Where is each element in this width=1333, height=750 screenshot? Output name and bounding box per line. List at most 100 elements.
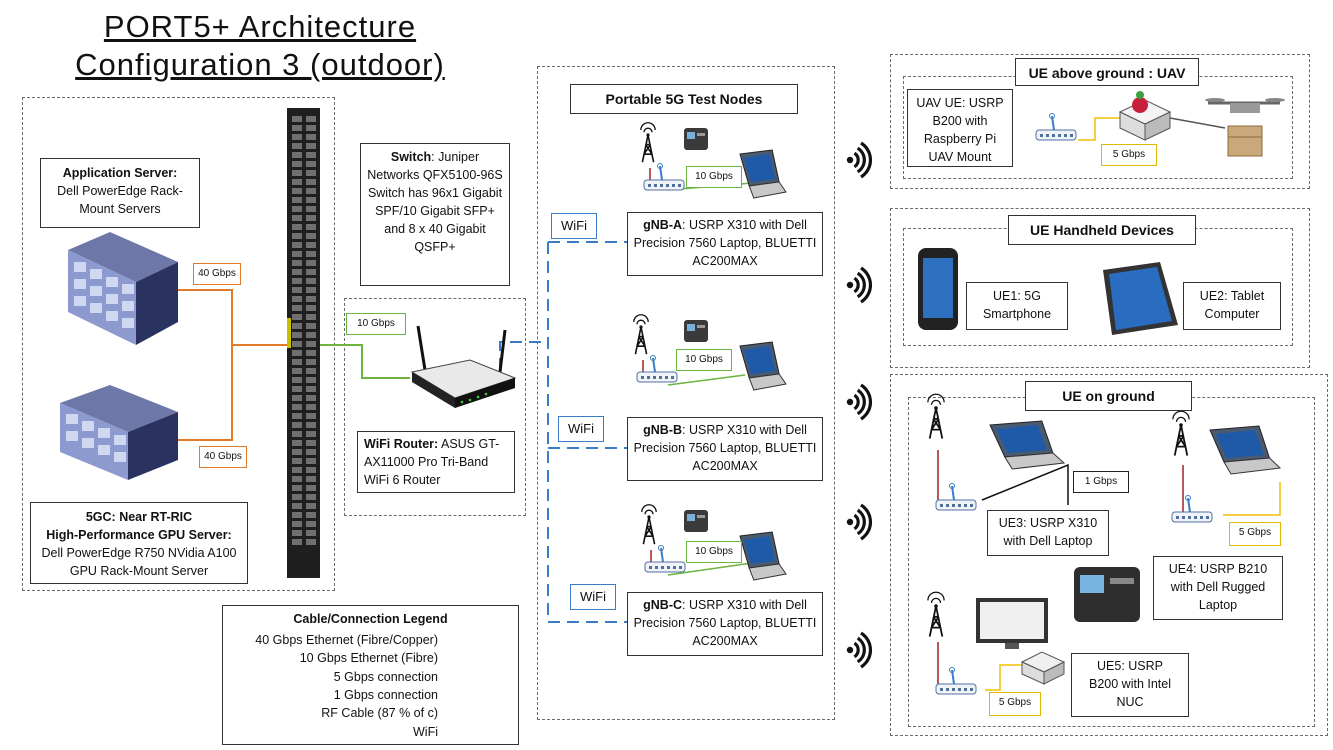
- gnb-a-name: gNB-A: [643, 218, 683, 232]
- core-body: Dell PowerEdge R750 NVidia A100 GPU Rack…: [41, 546, 237, 578]
- smartphone-icon: [918, 248, 958, 330]
- wireless-signal-icon: [846, 141, 872, 179]
- tag-uav-5g: 5 Gbps: [1101, 144, 1157, 166]
- gnb-a-laptop-icon: [739, 149, 787, 199]
- legend-title: Cable/Connection Legend: [293, 612, 448, 626]
- legend-label: 40 Gbps Ethernet (Fibre/Copper): [255, 633, 438, 647]
- test-nodes-group: [537, 66, 835, 720]
- core-server-image: [60, 385, 178, 480]
- ue5-label: UE5: USRP B200 with Intel NUC: [1071, 653, 1189, 717]
- wifi-label-b: WiFi: [558, 416, 604, 442]
- diagram-title: PORT5+ Architecture Configuration 3 (out…: [60, 8, 460, 84]
- ue4-body: UE4: USRP B210 with Dell Rugged Laptop: [1168, 562, 1268, 612]
- tag-gnb-c-10g: 10 Gbps: [686, 541, 742, 563]
- legend: Cable/Connection Legend 40 Gbps Ethernet…: [222, 605, 519, 745]
- wireless-signal-icon: [846, 383, 872, 421]
- gnb-a-body: : USRP X310 with Dell Precision 7560 Lap…: [633, 218, 817, 268]
- title-line-1: PORT5+ Architecture: [103, 9, 417, 44]
- ground-outer-group: [890, 374, 1328, 736]
- wifi-label-a: WiFi: [551, 213, 597, 239]
- application-server-image: [68, 232, 178, 345]
- gnb-b-name: gNB-B: [643, 423, 683, 437]
- tag-router-10g: 10 Gbps: [346, 313, 406, 335]
- wifi-router-group: [344, 298, 526, 516]
- wifi-router-image: [410, 325, 517, 408]
- ue1-label: UE1: 5G Smartphone: [966, 282, 1068, 330]
- tag-gnb-b-10g: 10 Gbps: [676, 349, 732, 371]
- legend-row: WiFi: [223, 723, 438, 741]
- wifi-trunk: [547, 242, 628, 623]
- ue4-laptop-icon: [1209, 425, 1282, 475]
- gnb-c-laptop-icon: [739, 531, 787, 581]
- legend-row: 10 Gbps Ethernet (Fibre): [223, 649, 438, 667]
- raspberry-pi-icon: [1118, 91, 1172, 141]
- gnb-b-body: : USRP X310 with Dell Precision 7560 Lap…: [633, 423, 817, 473]
- ground-section-title: UE on ground: [1025, 381, 1192, 411]
- legend-label: 5 Gbps connection: [333, 669, 438, 684]
- power-station-icon: [1074, 567, 1140, 622]
- network-switch: [287, 108, 320, 578]
- drone-icon: [1205, 98, 1285, 157]
- application-server-body: Dell PowerEdge Rack-Mount Servers: [57, 184, 183, 216]
- ue2-label: UE2: Tablet Computer: [1183, 282, 1281, 330]
- tag-core-40g: 40 Gbps: [199, 446, 247, 468]
- gnb-b-power-station-icon: [684, 320, 708, 342]
- uav-ue-label: UAV UE: USRP B200 with Raspberry Pi UAV …: [907, 89, 1013, 167]
- legend-row: RF Cable (87 % of c): [223, 704, 438, 722]
- wifi-router-link: [499, 341, 548, 370]
- intel-nuc-icon: [1020, 651, 1066, 685]
- gnb-c-usrp-icon: [644, 545, 686, 573]
- ue3-label: UE3: USRP X310 with Dell Laptop: [987, 510, 1109, 556]
- application-server-label: Application Server: Dell PowerEdge Rack-…: [40, 158, 200, 228]
- handheld-section-title: UE Handheld Devices: [1008, 215, 1196, 245]
- tag-ue5-5g: 5 Gbps: [989, 692, 1041, 716]
- ue4-tower-icon: [1172, 410, 1190, 456]
- wifi-router-heading: WiFi Router:: [364, 437, 439, 451]
- legend-label: WiFi: [413, 724, 438, 739]
- ue3-usrp-icon: [935, 483, 977, 511]
- ue3-body: UE3: USRP X310 with Dell Laptop: [998, 516, 1098, 548]
- legend-label: 10 Gbps Ethernet (Fibre): [299, 651, 438, 666]
- handheld-outer-group: [890, 208, 1310, 368]
- gnb-b-tower-icon: [633, 314, 649, 355]
- gnb-a-usrp-icon: [643, 163, 685, 191]
- uav-ue-body: UAV UE: USRP B200 with Raspberry Pi UAV …: [916, 96, 1004, 164]
- monitor-icon: [976, 598, 1048, 649]
- uav-usrp-icon: [1035, 113, 1077, 141]
- gnb-b-usrp-icon: [636, 355, 678, 383]
- legend-label: RF Cable (87 % of c): [321, 706, 438, 721]
- ue5-tower-icon: [927, 591, 945, 637]
- ue2-body: UE2: Tablet Computer: [1199, 289, 1265, 321]
- test-nodes-section-title: Portable 5G Test Nodes: [570, 84, 798, 114]
- wireless-signal-icon: [846, 266, 872, 304]
- core-server-label: 5GC: Near RT-RIC High-Performance GPU Se…: [30, 502, 248, 584]
- ue4-usrp-icon: [1171, 495, 1213, 523]
- tag-ue3-1g: 1 Gbps: [1073, 471, 1129, 493]
- cable-switch-router-10g: [320, 344, 410, 379]
- tag-ue4-5g: 5 Gbps: [1229, 522, 1281, 546]
- legend-row: 1 Gbps connection: [223, 686, 438, 704]
- wireless-signal-icon: [846, 631, 872, 669]
- ue3-laptop-icon: [989, 420, 1066, 470]
- tag-server-40g: 40 Gbps: [193, 263, 241, 285]
- ue3-tower-icon: [927, 393, 945, 439]
- gnb-b-label: gNB-B: USRP X310 with Dell Precision 756…: [627, 417, 823, 481]
- gnb-c-name: gNB-C: [643, 598, 683, 612]
- legend-row: 5 Gbps connection: [223, 668, 438, 686]
- gnb-c-tower-icon: [641, 504, 657, 545]
- tablet-icon: [1103, 262, 1178, 335]
- gnb-a-label: gNB-A: USRP X310 with Dell Precision 756…: [627, 212, 823, 276]
- cable-server-40g: [178, 289, 290, 346]
- ue5-usrp-icon: [935, 667, 977, 695]
- switch-label: Switch: Juniper Networks QFX5100-96S Swi…: [360, 143, 510, 286]
- legend-row: 40 Gbps Ethernet (Fibre/Copper): [223, 631, 438, 649]
- core-heading-2: High-Performance GPU Server:: [46, 528, 232, 542]
- uav-section-title: UE above ground : UAV: [1015, 58, 1199, 86]
- ue1-body: UE1: 5G Smartphone: [982, 289, 1052, 321]
- cable-core-40g: [178, 345, 233, 441]
- wifi-label-c: WiFi: [570, 584, 616, 610]
- gnb-a-tower-icon: [640, 122, 656, 163]
- wifi-router-label: WiFi Router: ASUS GT-AX11000 Pro Tri-Ban…: [357, 431, 515, 493]
- switch-body: : Juniper Networks QFX5100-96S Switch ha…: [367, 150, 503, 254]
